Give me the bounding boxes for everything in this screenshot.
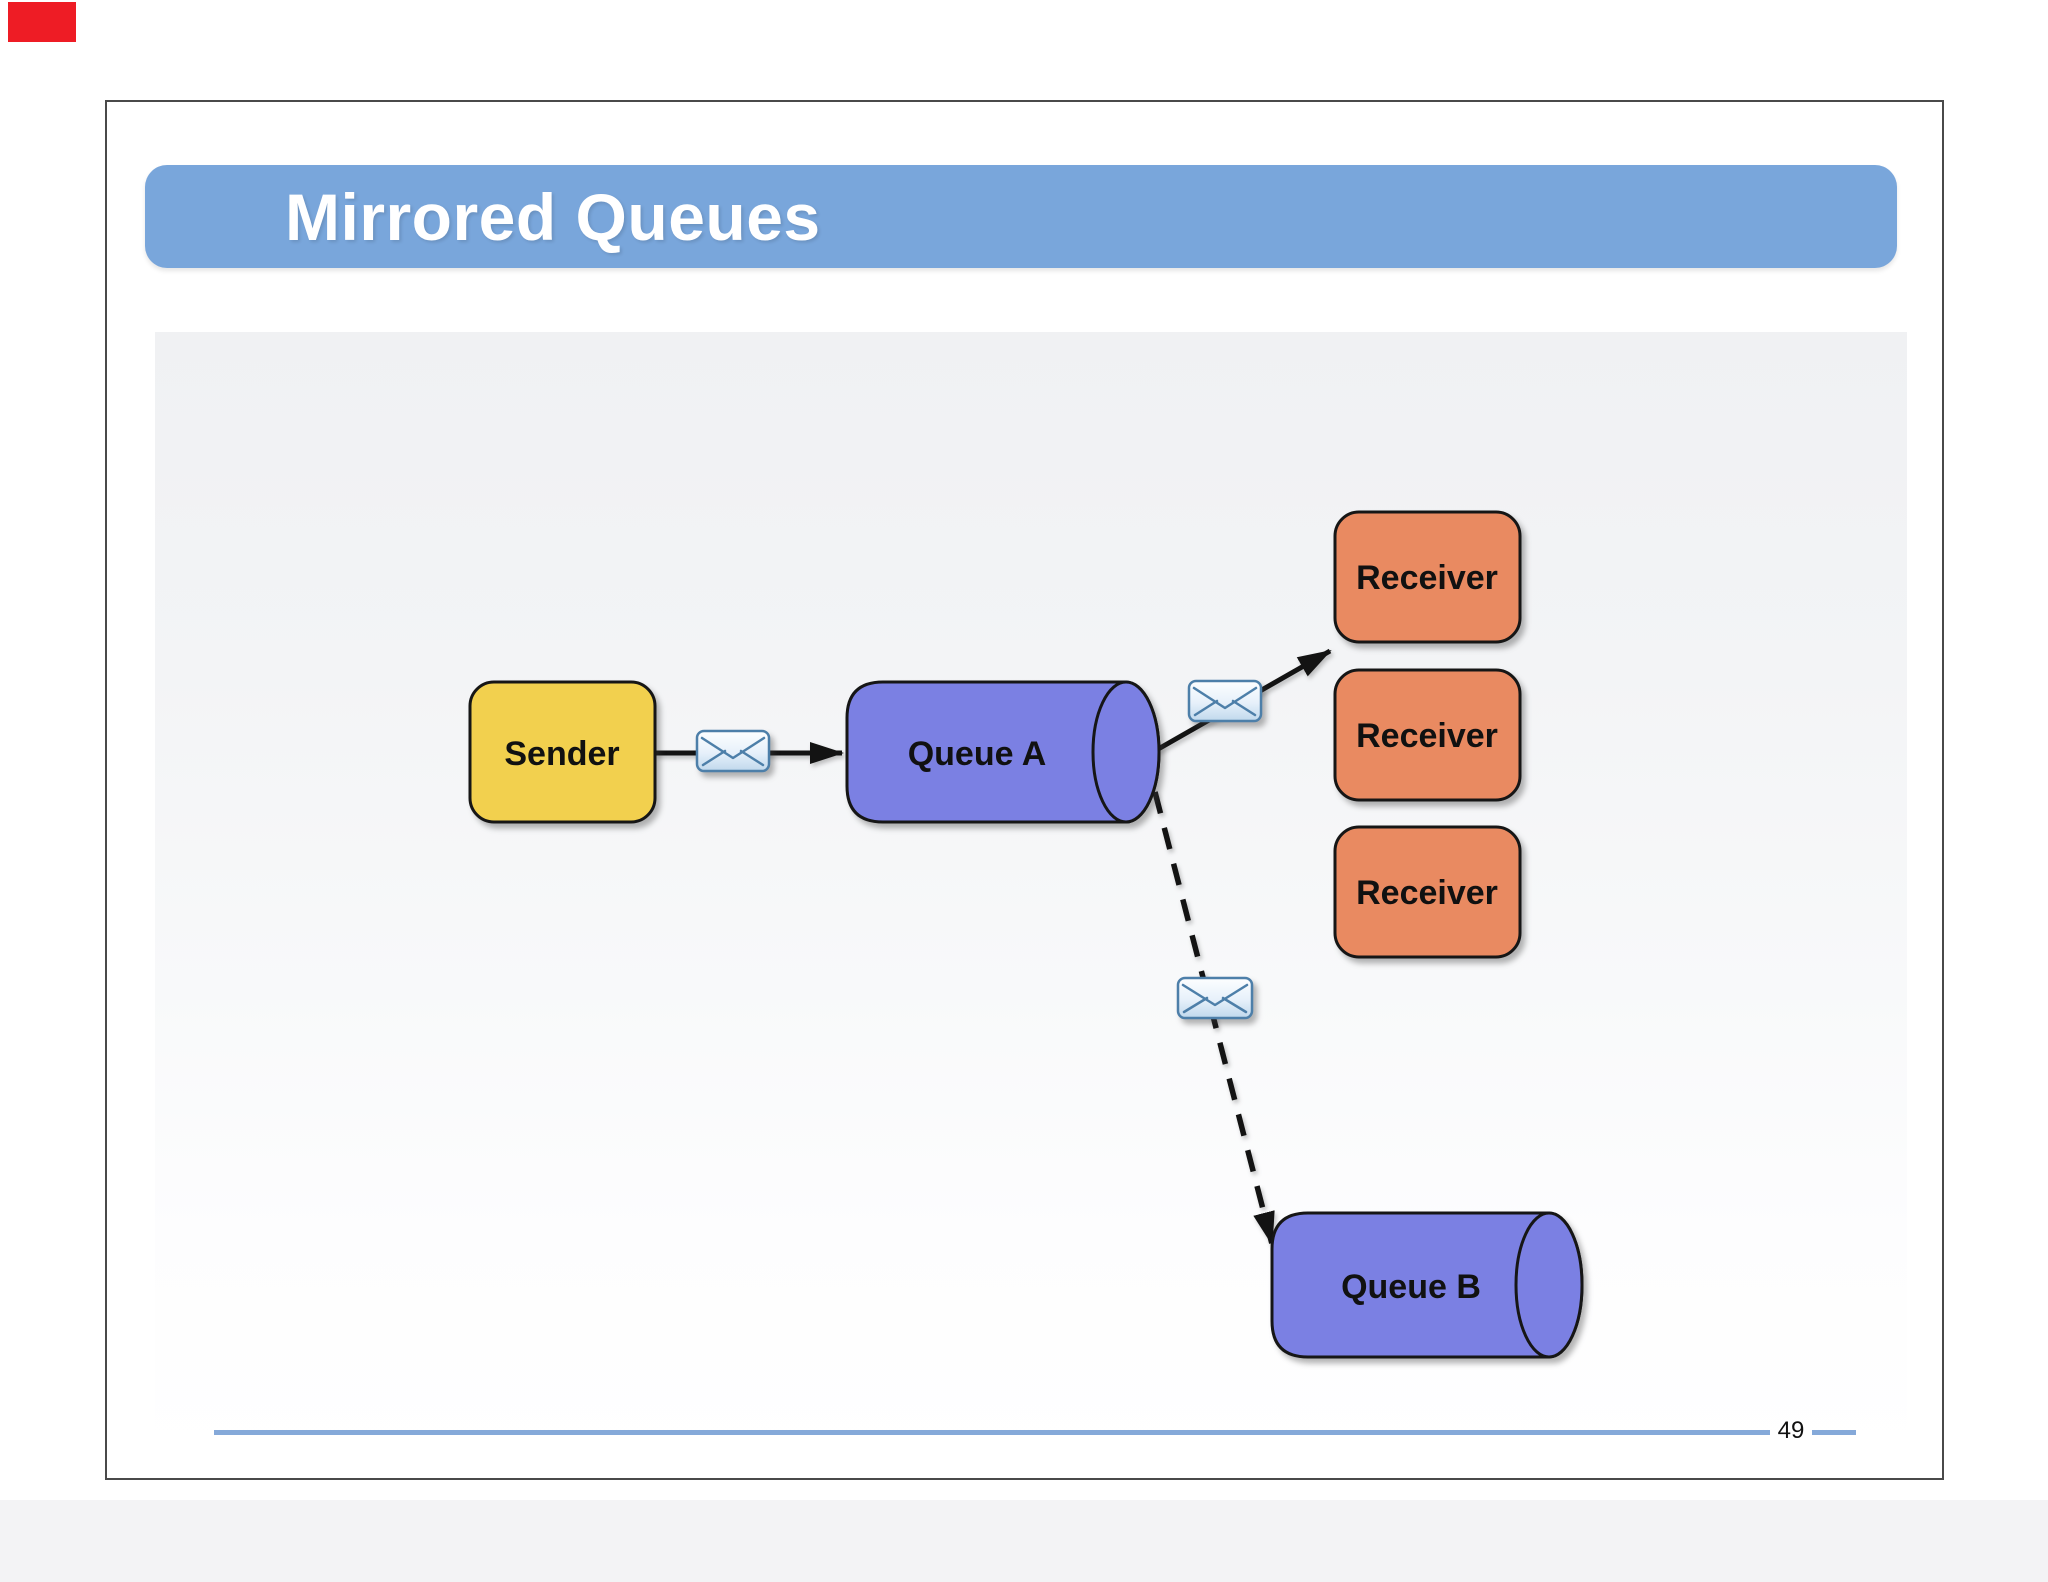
- receiver-label: Receiver: [1356, 717, 1498, 755]
- receiver-label: Receiver: [1356, 559, 1498, 597]
- mirrored-queues-diagram: Sender Queue A Receiver Receiver: [468, 510, 1584, 1359]
- sender-node: Sender: [468, 680, 657, 824]
- sender-box: [468, 680, 657, 824]
- footer-rule-right: [1812, 1430, 1856, 1435]
- queue-a-cylinder-cap: [1091, 680, 1161, 824]
- sender-label: Sender: [504, 735, 619, 773]
- queue-a-label: Queue A: [908, 735, 1047, 773]
- receiver-label: Receiver: [1356, 874, 1498, 912]
- slide-title: Mirrored Queues: [285, 179, 821, 254]
- page-number: 49: [1777, 1417, 1805, 1444]
- slide-title-bar: Mirrored Queues: [145, 165, 1897, 268]
- receiver-box: [1333, 668, 1522, 802]
- receiver-node: Receiver: [1333, 668, 1522, 802]
- receiver-box: [1333, 510, 1522, 644]
- queue-a-node: Queue A: [845, 680, 1161, 824]
- message-envelope-icon: [1176, 976, 1254, 1020]
- queue-b-label: Queue B: [1341, 1268, 1481, 1306]
- queue-b-cylinder-cap: [1514, 1211, 1584, 1359]
- message-envelope-icon: [1187, 679, 1263, 723]
- bottom-margin-band: [0, 1500, 2048, 1582]
- slide-frame: Mirrored Queues: [105, 100, 1944, 1480]
- receiver-box: [1333, 825, 1522, 959]
- queue-b-node: Queue B: [1270, 1211, 1584, 1359]
- diagram-panel: Sender Queue A Receiver Receiver: [155, 332, 1907, 1460]
- receiver-node: Receiver: [1333, 825, 1522, 959]
- message-envelope-icon: [695, 729, 771, 773]
- receiver-node: Receiver: [1333, 510, 1522, 644]
- red-corner-mark: [8, 2, 76, 42]
- footer-rule-left: [214, 1430, 1770, 1435]
